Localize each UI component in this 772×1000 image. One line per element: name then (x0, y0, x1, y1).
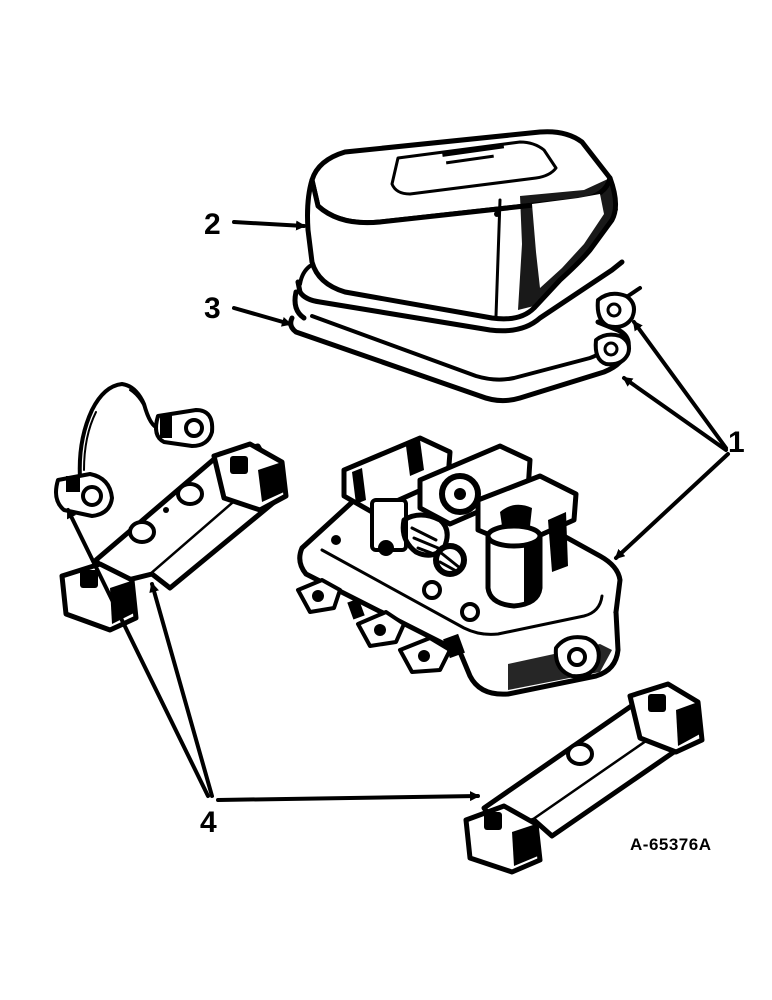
regulator-cover (295, 129, 625, 334)
callout-4: 4 (200, 806, 217, 839)
leader-4c (216, 791, 480, 802)
leader-4b (149, 582, 214, 798)
callout-3: 3 (204, 292, 221, 325)
callout-1: 1 (728, 426, 745, 459)
leader-1b (622, 376, 728, 452)
cover-label-marking (441, 143, 505, 165)
mounting-bar-right (463, 681, 705, 875)
leader-3 (232, 306, 292, 327)
leader-1a (632, 320, 728, 450)
regulator-terminals (296, 578, 465, 674)
leader-lines (66, 220, 730, 802)
voltage-relay (341, 435, 453, 556)
cover-gasket (288, 286, 642, 404)
leader-2 (232, 220, 306, 231)
callout-2: 2 (204, 208, 221, 241)
leader-1c (614, 452, 730, 560)
current-relay (400, 443, 533, 577)
figure-id: A-65376A (630, 835, 712, 854)
regulator-assembly (296, 435, 623, 697)
mounting-bar-left (59, 441, 289, 633)
ground-lead (54, 382, 215, 518)
cutout-relay (475, 473, 579, 609)
leader-4a (66, 508, 210, 798)
